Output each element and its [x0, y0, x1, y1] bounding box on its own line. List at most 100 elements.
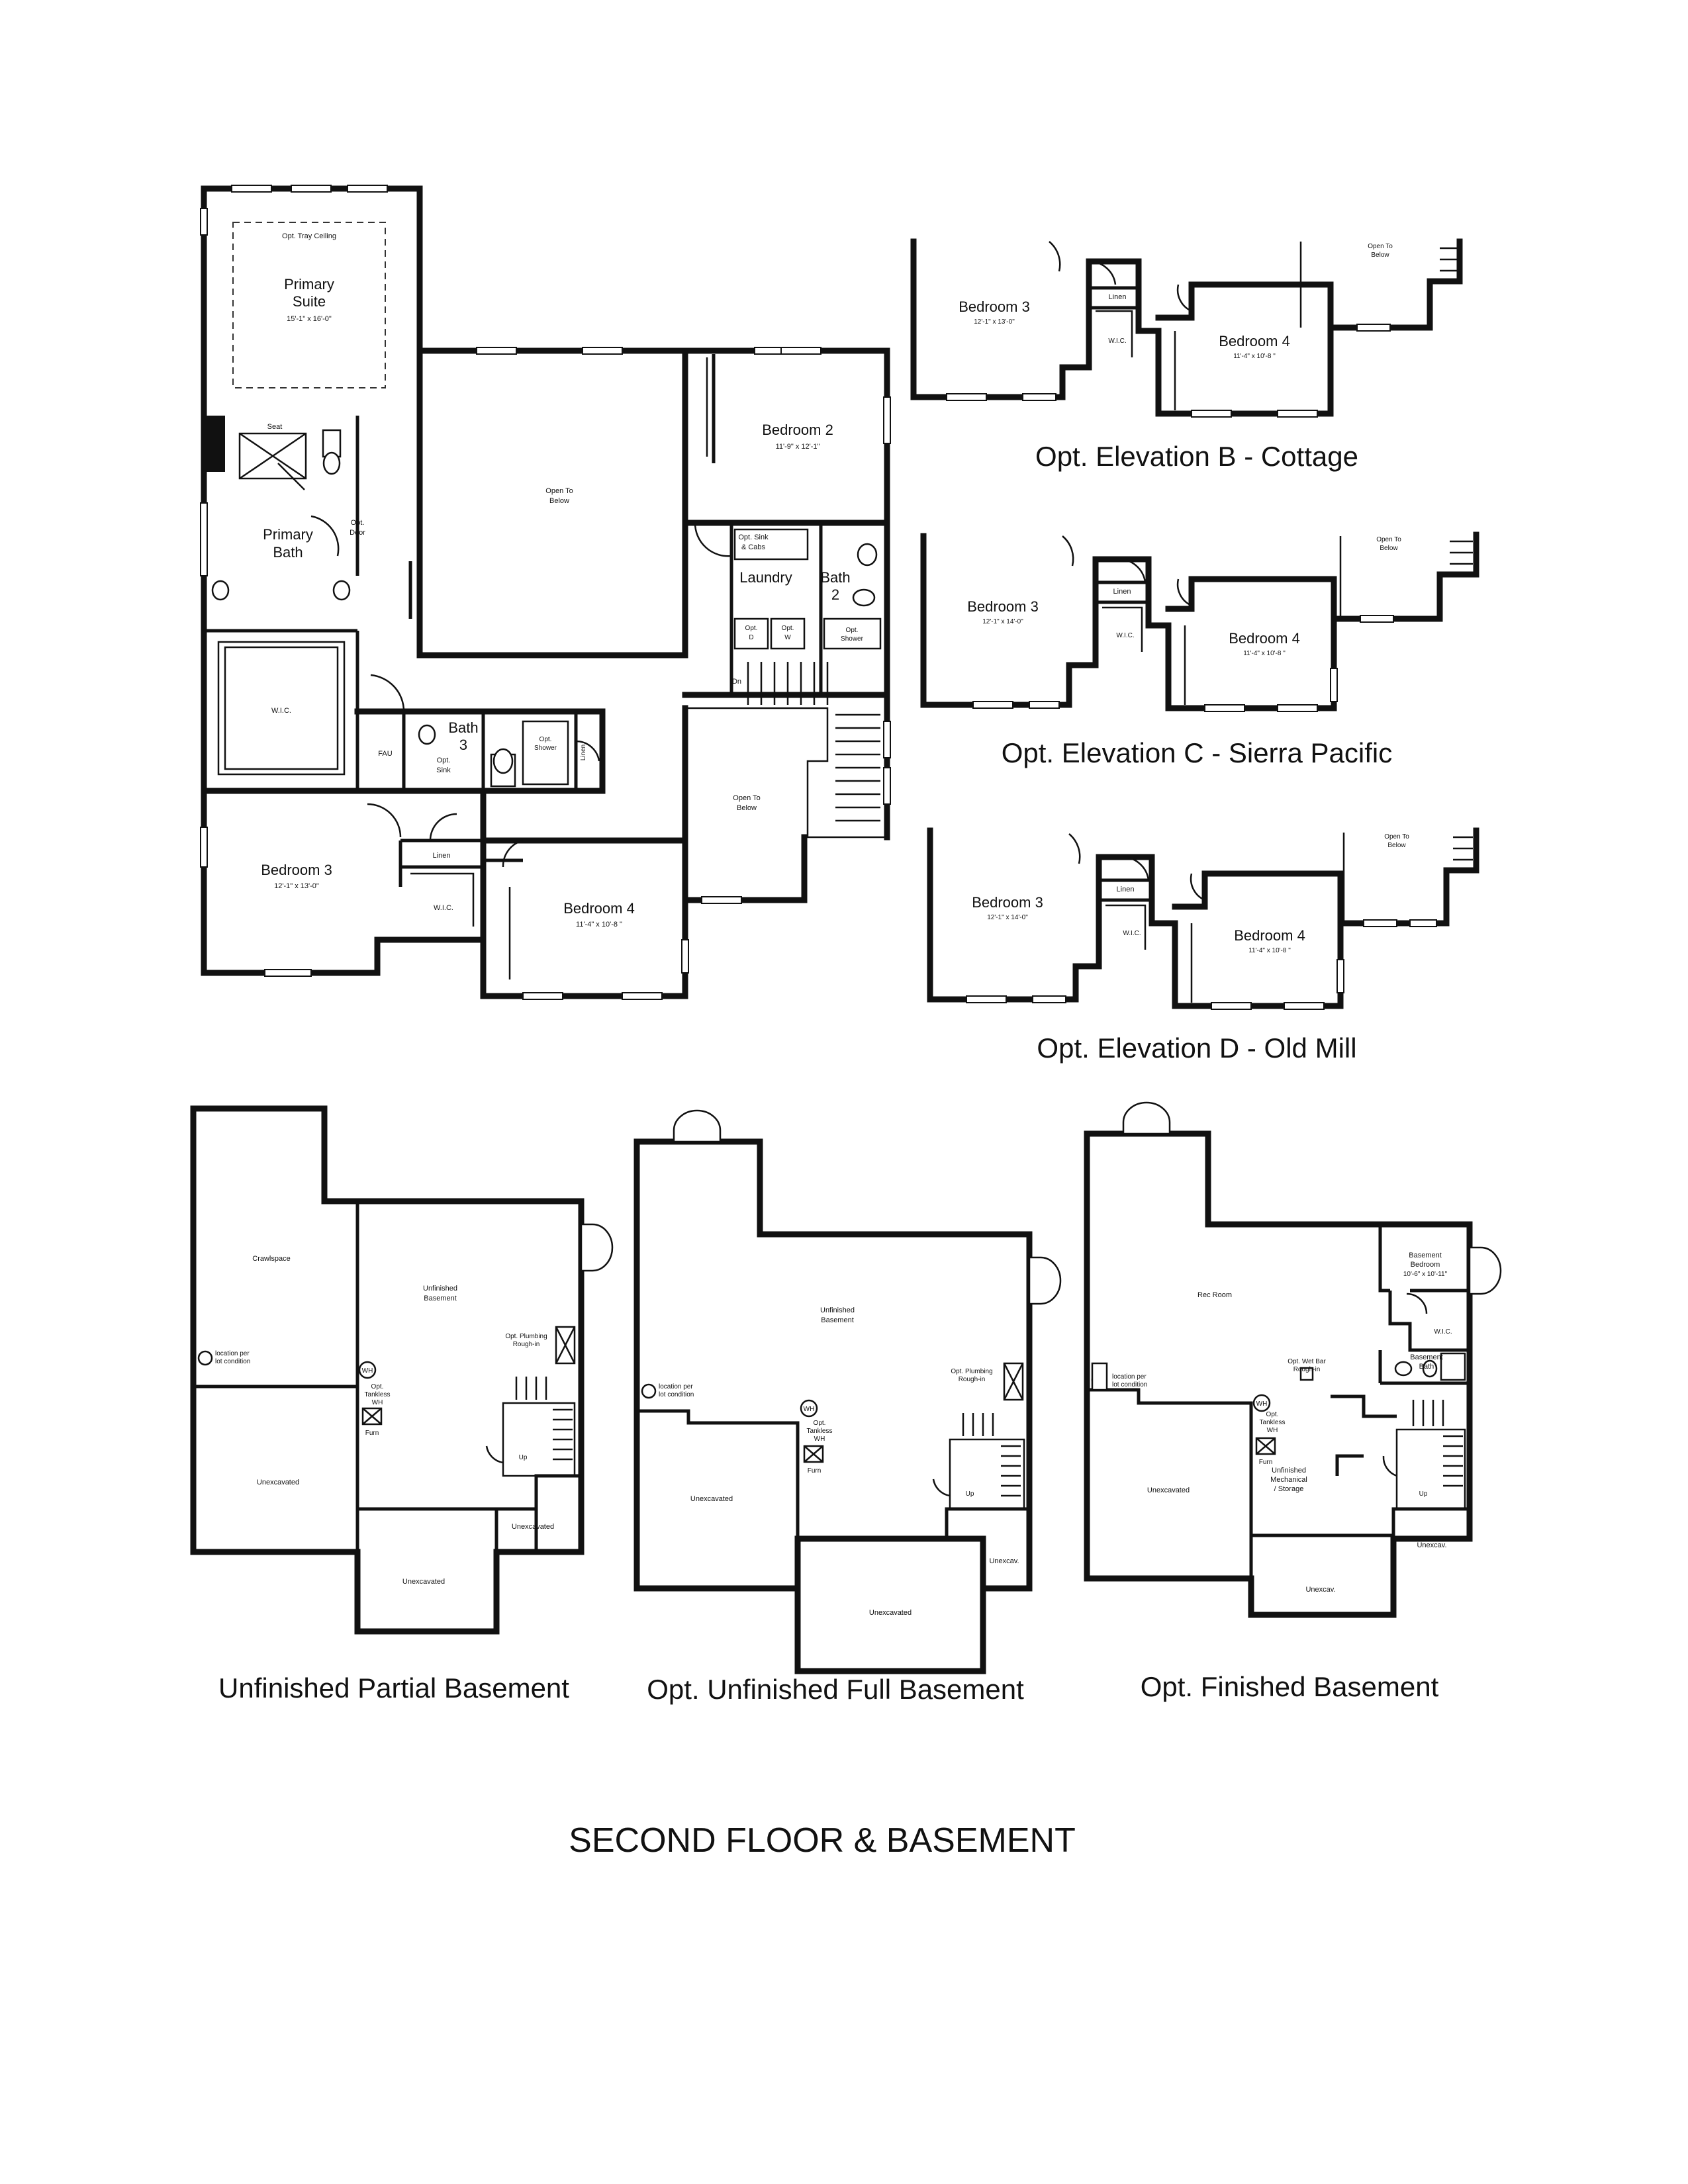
elev-c-bedroom-4-dim: 11'-4" x 10'-8 ": [1243, 650, 1286, 657]
full-basement-caption: Opt. Unfinished Full Basement: [647, 1674, 1024, 1705]
bedroom-2-label: Bedroom 2: [762, 422, 833, 438]
open-to-below-label-2: Below: [549, 497, 569, 505]
primary-suite-dim: 15'-1" x 16'-0": [287, 315, 332, 323]
partial-tankless-label: Opt.: [371, 1383, 384, 1390]
elev-d-bedroom-4-dim: 11'-4" x 10'-8 ": [1248, 947, 1291, 954]
elev-b-bedroom-4-label: Bedroom 4: [1219, 333, 1290, 349]
second-floor-labels: Opt. Tray Ceiling Primary Suite 15'-1" x…: [261, 232, 863, 929]
crawlspace-label: Crawlspace: [252, 1255, 290, 1263]
basement-bath-label: Basement: [1410, 1353, 1443, 1361]
bedroom-3-linen-label: Linen: [433, 852, 451, 860]
mechanical-label-2: Mechanical: [1270, 1476, 1307, 1484]
bedroom-3-wic-label: W.I.C.: [434, 904, 453, 912]
basement-bedroom-label: Basement: [1409, 1251, 1442, 1259]
finished-furn-label: Furn: [1259, 1459, 1273, 1466]
finished-unexcavated-label: Unexcavated: [1147, 1486, 1190, 1494]
finished-tankless-label: Opt.: [1266, 1411, 1279, 1418]
bath-2-label: Bath: [820, 569, 850, 586]
partial-tankless-label-3: WH: [372, 1399, 383, 1406]
full-furn-label: Furn: [808, 1467, 821, 1475]
stair-treads: [747, 662, 880, 822]
full-basement-plan: Unfinished Basement location per lot con…: [633, 1109, 1062, 1674]
full-tankless-label: Opt.: [814, 1420, 826, 1427]
mechanical-label-3: / Storage: [1274, 1485, 1304, 1493]
elevation-d-plan: Bedroom 3 12'-1" x 14'-0" Linen W.I.C. B…: [927, 827, 1479, 1010]
partial-location-label-2: lot condition: [215, 1358, 250, 1365]
partial-basement-caption: Unfinished Partial Basement: [218, 1672, 569, 1704]
wet-bar-label: Opt. Wet Bar: [1288, 1358, 1326, 1365]
bath-3-label-2: 3: [459, 737, 467, 753]
partial-unexcavated-label: Unexcavated: [257, 1479, 299, 1486]
partial-plumbing-label: Opt. Plumbing: [505, 1333, 547, 1340]
elev-d-caption: Opt. Elevation D - Old Mill: [1037, 1032, 1356, 1064]
stair-down-label: Dn: [732, 678, 741, 686]
opt-washer-label: Opt.: [782, 625, 794, 632]
elev-b-wic-label: W.I.C.: [1108, 338, 1126, 345]
full-unexcavated-label-2: Unexcavated: [869, 1609, 912, 1617]
finished-basement-caption: Opt. Finished Basement: [1141, 1671, 1439, 1702]
opt-sink-label: Opt.: [437, 756, 451, 764]
elev-d-open-label: Open To: [1384, 833, 1409, 841]
wic-label: W.I.C.: [271, 707, 291, 715]
opt-door-label: Opt.: [351, 519, 365, 527]
full-unexcav-label: Unexcav.: [989, 1557, 1019, 1565]
elev-d-bedroom-3-dim: 12'-1" x 14'-0": [987, 914, 1028, 921]
elev-b-bedroom-3-label: Bedroom 3: [959, 298, 1030, 315]
opt-shower-label-2: Shower: [534, 745, 557, 752]
partial-unexcavated-label-3: Unexcavated: [402, 1578, 445, 1586]
partial-unexcavated-label-2: Unexcavated: [512, 1523, 554, 1531]
elev-c-bedroom-3-dim: 12'-1" x 14'-0": [982, 618, 1023, 625]
opt-washer-label-2: W: [784, 634, 791, 641]
wet-bar-label-2: Rough-in: [1293, 1366, 1321, 1373]
bath-2-shower-label: Opt.: [846, 627, 859, 634]
finished-location-label: location per: [1112, 1373, 1147, 1381]
elevation-c-plan: Bedroom 3 12'-1" x 14'-0" Linen W.I.C. B…: [920, 531, 1479, 712]
stair-open-label-2: Below: [737, 804, 757, 812]
partial-wh-label: WH: [362, 1367, 373, 1375]
finished-unexcav-label: Unexcav.: [1417, 1541, 1446, 1549]
full-location-label-2: lot condition: [659, 1391, 694, 1398]
primary-bath-label-2: Bath: [273, 544, 303, 561]
bedroom-4-dim: 11'-4" x 10'-8 ": [576, 921, 622, 929]
linen-label: Linen: [580, 745, 587, 760]
opt-dryer-label: Opt.: [745, 625, 758, 632]
elev-b-linen-label: Linen: [1109, 293, 1127, 301]
basement-bath-label-2: Bath: [1419, 1363, 1434, 1371]
elev-c-open-label: Open To: [1376, 536, 1401, 543]
sink-cabs-label: Opt. Sink: [738, 533, 769, 541]
opt-door-label-2: Door: [350, 529, 365, 537]
bath-3-label: Bath: [448, 719, 478, 736]
full-up-label: Up: [966, 1490, 974, 1498]
elev-c-linen-label: Linen: [1113, 588, 1131, 596]
seat-label: Seat: [267, 423, 283, 431]
bath-2-shower-label-2: Shower: [841, 635, 864, 643]
finished-tankless-label-3: WH: [1267, 1427, 1278, 1434]
bath-2-label-2: 2: [831, 586, 839, 603]
full-tankless-label-2: Tankless: [807, 1428, 833, 1435]
elev-c-wic-label: W.I.C.: [1116, 632, 1134, 639]
full-plumbing-label-2: Rough-in: [959, 1376, 986, 1383]
bedroom-3-label: Bedroom 3: [261, 862, 332, 878]
primary-bath-label: Primary: [263, 526, 313, 543]
elev-b-bedroom-4-dim: 11'-4" x 10'-8 ": [1233, 353, 1276, 360]
finished-wh-label: WH: [1256, 1400, 1268, 1408]
open-to-below-label: Open To: [545, 487, 573, 495]
sink-cabs-label-2: & Cabs: [741, 543, 766, 551]
finished-tankless-label-2: Tankless: [1260, 1419, 1286, 1426]
basement-bedroom-dim: 10'-6" x 10'-11": [1403, 1271, 1448, 1278]
partial-unfinished-label: Unfinished: [423, 1285, 457, 1293]
rec-room-label: Rec Room: [1197, 1291, 1232, 1299]
bedroom-3-dim: 12'-1" x 13'-0": [274, 882, 319, 890]
fau-label: FAU: [378, 750, 392, 758]
elev-c-bedroom-3-label: Bedroom 3: [967, 598, 1039, 615]
mechanical-label: Unfinished: [1272, 1467, 1306, 1475]
elev-b-caption: Opt. Elevation B - Cottage: [1035, 441, 1358, 472]
elev-d-wic-label: W.I.C.: [1123, 930, 1141, 937]
finished-up-label: Up: [1419, 1490, 1428, 1498]
laundry-label: Laundry: [739, 569, 792, 586]
finished-basement-stair: [1412, 1400, 1463, 1487]
elev-d-open-label-2: Below: [1387, 842, 1406, 849]
partial-unfinished-label-2: Basement: [424, 1295, 457, 1302]
second-floor-plan: [200, 185, 891, 1000]
